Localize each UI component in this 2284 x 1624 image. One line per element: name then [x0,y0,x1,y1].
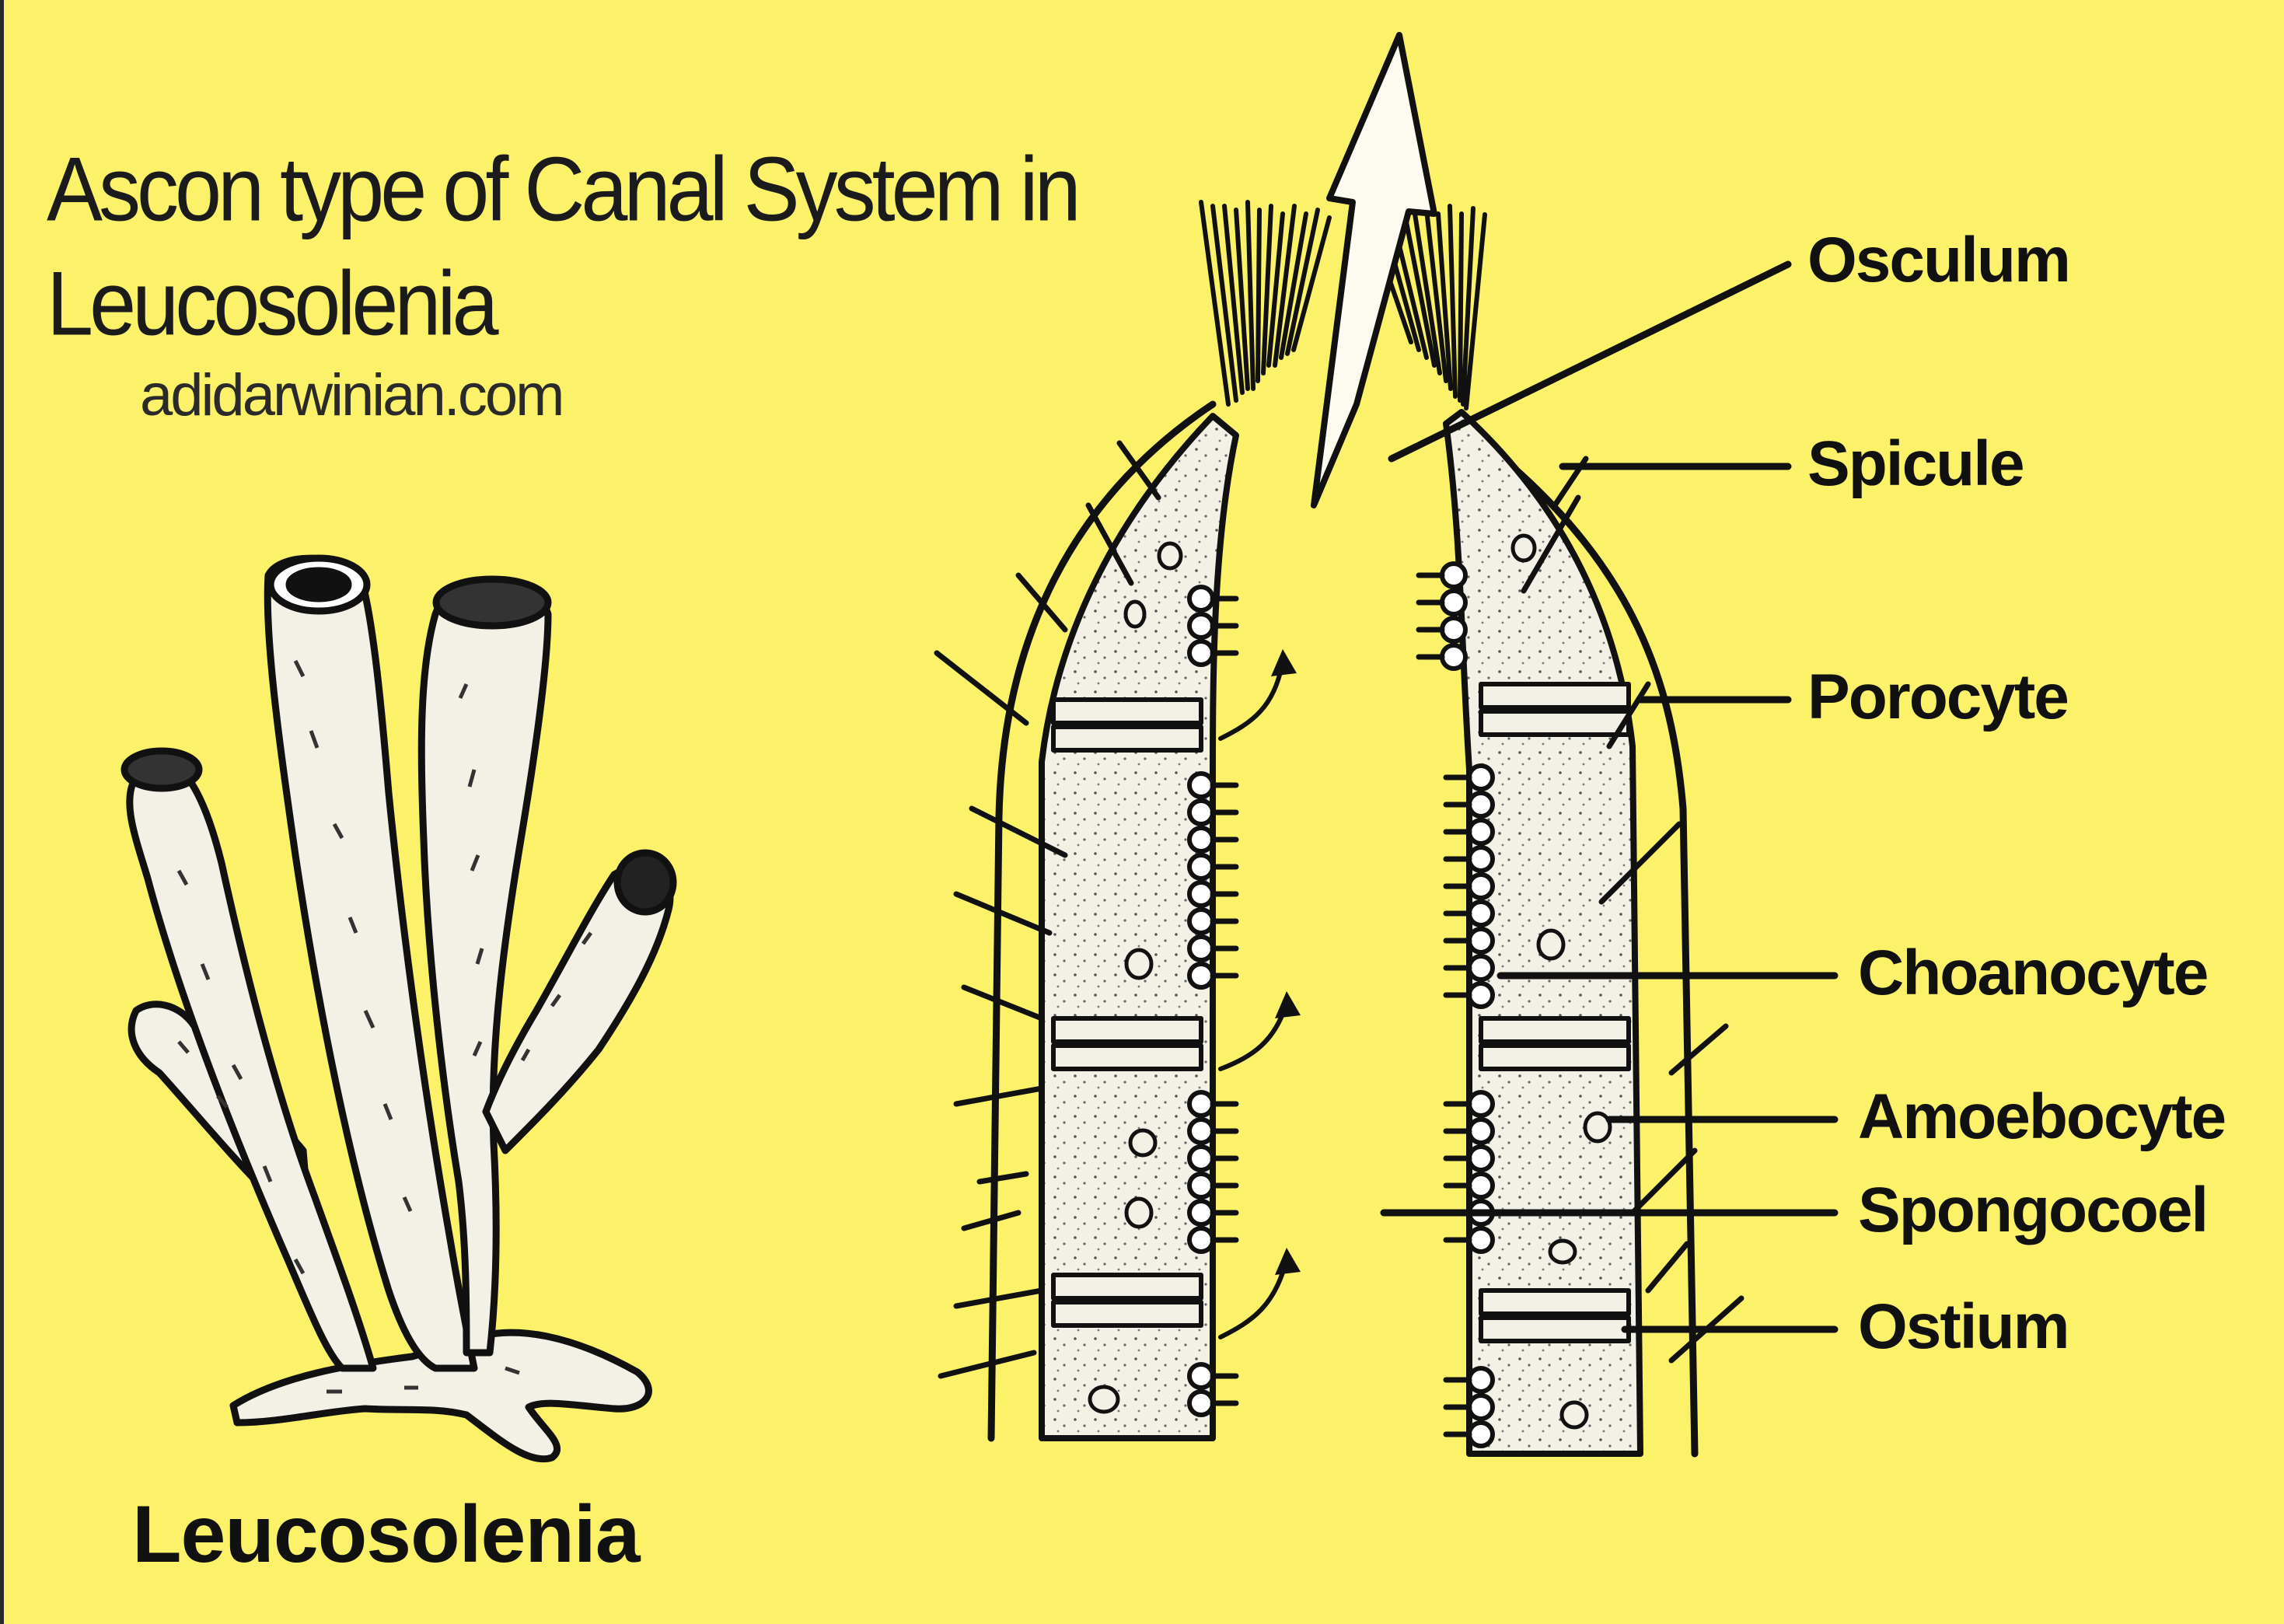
label-osculum: Osculum [1807,225,2071,295]
label-spicule: Spicule [1807,428,2025,499]
leucosolenia-colony [120,554,677,1463]
title-line-1: Ascon type of Canal System in [47,138,1081,240]
website-credit: adidarwinian.com [140,362,564,428]
canal-section [934,32,1744,1458]
left-border-line [0,0,4,1624]
leader-lines [1380,260,1839,1333]
specimen-caption: Leucosolenia [132,1490,641,1580]
diagram-title: Ascon type of Canal System in Leucosolen… [47,132,1081,361]
label-amoebocyte: Amoebocyte [1858,1081,2226,1152]
label-spongocoel: Spongocoel [1858,1175,2209,1245]
label-porocyte: Porocyte [1807,662,2069,732]
title-line-2: Leucosolenia [47,252,499,354]
label-choanocyte: Choanocyte [1858,938,2209,1008]
label-ostium: Ostium [1858,1291,2069,1362]
